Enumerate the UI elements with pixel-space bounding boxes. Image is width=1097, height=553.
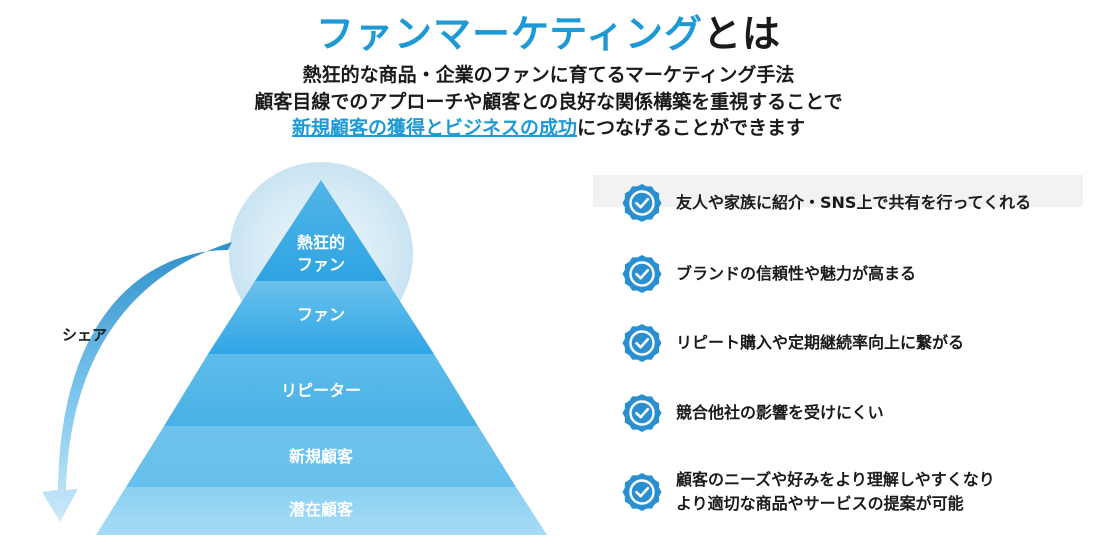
layer-label-repeater: リピーター — [281, 381, 361, 400]
benefit-line: ブランドの信頼性や魅力が高まる — [676, 264, 917, 283]
pyramid-layer-fan — [208, 281, 434, 354]
benefit-text: ブランドの信頼性や魅力が高まる — [676, 262, 916, 286]
title-rest: とは — [702, 12, 781, 56]
benefit-highlight-band — [593, 175, 1083, 207]
benefit-line: より適切な商品やサービスの提案が可能 — [676, 494, 964, 513]
layer-label-new-customer: 新規顧客 — [289, 447, 354, 466]
benefit-item: ブランドの信頼性や魅力が高まる — [622, 254, 916, 294]
pyramid-layer-new-customer — [126, 426, 516, 487]
benefit-line: リピート購入や定期継続率向上に繋がる — [676, 333, 965, 352]
benefit-item: 友人や家族に紹介・SNS上で共有を行ってくれる — [622, 183, 1031, 223]
subtitle-line-3: 新規顧客の獲得とビジネスの成功につなげることができます — [0, 115, 1097, 141]
benefit-line: 競合他社の影響を受けにくい — [676, 403, 884, 422]
share-label: シェア — [62, 326, 107, 344]
subtitle-emphasis: 新規顧客の獲得とビジネスの成功 — [291, 117, 577, 139]
benefit-text: 友人や家族に紹介・SNS上で共有を行ってくれる — [676, 191, 1031, 215]
benefit-item: リピート購入や定期継続率向上に繋がる — [622, 323, 964, 363]
benefit-line: 友人や家族に紹介・SNS上で共有を行ってくれる — [676, 193, 1032, 212]
check-badge-icon — [622, 394, 662, 432]
page-title: ファンマーケティングとは — [0, 8, 1097, 60]
share-arrow — [42, 242, 232, 522]
subtitle-line-1: 熱狂的な商品・企業のファンに育てるマーケティング手法 — [302, 64, 795, 86]
check-badge-icon — [622, 473, 662, 511]
benefit-item: 顧客のニーズや好みをより理解しやすくなり より適切な商品やサービスの提案が可能 — [622, 468, 995, 516]
layer-label-potential-customer: 潜在顧客 — [289, 500, 354, 519]
layer-label-enthusiast-fan: ファン — [297, 255, 345, 274]
check-badge-icon — [622, 184, 662, 222]
benefit-text: 顧客のニーズや好みをより理解しやすくなり より適切な商品やサービスの提案が可能 — [676, 468, 995, 516]
title-accent: ファンマーケティング — [316, 12, 703, 56]
check-badge-icon — [622, 324, 662, 362]
benefit-item: 競合他社の影響を受けにくい — [622, 393, 884, 433]
subtitle-line-3-rest: につなげることができます — [577, 117, 806, 139]
pyramid-layer-potential-customer — [96, 487, 547, 535]
layer-label-fan: ファン — [297, 305, 345, 324]
fan-pyramid-diagram: 熱狂的 ファン ファン リピーター 新規顧客 潜在顧客 シェア — [42, 162, 547, 535]
layer-label-enthusiast: 熱狂的 — [297, 233, 345, 252]
check-badge-icon — [622, 255, 662, 293]
benefit-line: 顧客のニーズや好みをより理解しやすくなり — [676, 470, 995, 489]
pyramid-layer-enthusiast-fan — [255, 180, 387, 281]
benefit-text: リピート購入や定期継続率向上に繋がる — [676, 331, 964, 355]
pyramid-layer-repeater — [164, 354, 478, 426]
benefit-text: 競合他社の影響を受けにくい — [676, 401, 884, 425]
subtitle-line-2: 顧客目線でのアプローチや顧客との良好な関係構築を重視することで — [254, 91, 843, 113]
